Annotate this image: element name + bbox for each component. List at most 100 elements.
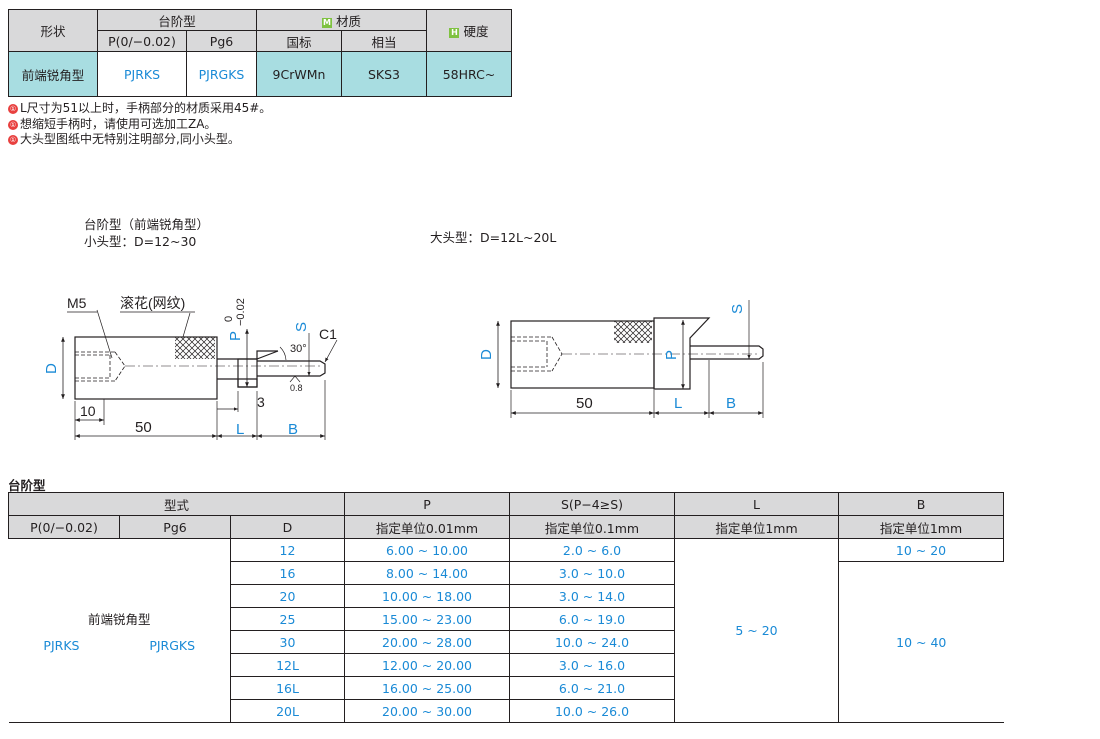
- h-s: S(P−4≥S): [509, 492, 675, 516]
- d-cell: 20: [230, 584, 345, 608]
- dim-l-label: L: [236, 421, 244, 438]
- p-cell: 16.00 ~ 25.00: [344, 676, 510, 700]
- dim-p-tol-upper: 0: [223, 316, 235, 322]
- code2-label: PJRGKS: [149, 637, 196, 653]
- m5-label: M5: [67, 295, 87, 311]
- h-p: P: [344, 492, 510, 516]
- unit-p: 指定单位0.01mm: [344, 515, 510, 539]
- dim-50-label: 50: [135, 419, 152, 436]
- h-d: D: [230, 515, 345, 539]
- param-table: 型式 P S(P−4≥S) L B P(0/−0.02) Pg6 D 指定单位0…: [8, 492, 1004, 723]
- b-range-1-cell: 10 ~ 20: [838, 538, 1004, 562]
- row-shape: 前端锐角型: [8, 51, 98, 97]
- h-l: L: [674, 492, 839, 516]
- pg6-header: Pg6: [186, 30, 257, 52]
- small-head-drawing: [61, 309, 338, 440]
- p-tol-header: P(0/−0.02): [97, 30, 187, 52]
- row-hardness: 58HRC~: [426, 51, 512, 97]
- row-code1: PJRKS: [97, 51, 187, 97]
- d-cell: 30: [230, 630, 345, 654]
- h-p-tol: P(0/−0.02): [8, 515, 120, 539]
- material-header-text: 材质: [335, 13, 361, 29]
- l-range-cell: 5 ~ 20: [674, 538, 839, 723]
- p-cell: 6.00 ~ 10.00: [344, 538, 510, 562]
- d-cell: 12L: [230, 653, 345, 677]
- knurl-label: 滚花(网纹): [120, 295, 185, 311]
- s-cell: 10.0 ~ 24.0: [509, 630, 675, 654]
- p-cell: 12.00 ~ 20.00: [344, 653, 510, 677]
- code1-label: PJRKS: [43, 637, 80, 653]
- s-cell: 6.0 ~ 21.0: [509, 676, 675, 700]
- d-cell: 16L: [230, 676, 345, 700]
- left-drawing-subtitle: 小头型：D=12~30: [84, 234, 197, 249]
- step-type-header: 台阶型: [97, 9, 257, 31]
- material-badge-icon: M: [321, 17, 332, 28]
- hardness-header-text: 硬度: [463, 24, 489, 39]
- large-dim-s-label: S: [729, 304, 746, 314]
- unit-l: 指定单位1mm: [674, 515, 839, 539]
- s-cell: 6.0 ~ 19.0: [509, 607, 675, 631]
- large-dim-b-label: B: [726, 395, 736, 412]
- dim-b-label: B: [288, 421, 298, 438]
- note-icon: ①: [8, 135, 18, 145]
- p-cell: 10.00 ~ 18.00: [344, 584, 510, 608]
- dim-p-label: P: [227, 331, 244, 341]
- left-drawing-title: 台阶型（前端锐角型）: [84, 217, 210, 232]
- s-cell: 3.0 ~ 16.0: [509, 653, 675, 677]
- hardness-badge-icon: H: [449, 28, 460, 38]
- b-range-2-cell: 10 ~ 40: [838, 561, 1004, 723]
- dim-c1-label: C1: [319, 326, 337, 342]
- right-drawing-title: 大头型：D=12L~20L: [430, 230, 557, 245]
- dim-s-label: S: [293, 322, 310, 332]
- large-dim-d-label: D: [478, 349, 495, 360]
- note-icon: ①: [8, 104, 18, 114]
- large-head-drawing: [496, 300, 764, 418]
- p-cell: 20.00 ~ 28.00: [344, 630, 510, 654]
- technical-drawings: M5 滚花(网纹) D 10 50 3 L B P 0 −0.02 S C1 3…: [43, 295, 764, 440]
- row-material-equiv: SKS3: [341, 51, 427, 97]
- dim-d-label: D: [43, 363, 60, 374]
- dim-3-label: 3: [257, 394, 265, 410]
- p-cell: 15.00 ~ 23.00: [344, 607, 510, 631]
- p-cell: 20.00 ~ 30.00: [344, 699, 510, 723]
- model-cell: 前端锐角型 PJRKS PJRGKS: [8, 538, 231, 723]
- row-code2: PJRGKS: [186, 51, 257, 97]
- dim-30-label: 30°: [290, 343, 307, 355]
- param-section-title: 台阶型: [8, 478, 46, 493]
- large-dim-p-label: P: [663, 350, 680, 360]
- s-cell: 10.0 ~ 26.0: [509, 699, 675, 723]
- s-cell: 3.0 ~ 10.0: [509, 561, 675, 585]
- d-cell: 16: [230, 561, 345, 585]
- dim-10-label: 10: [80, 403, 96, 419]
- row-material-national: 9CrWMn: [256, 51, 342, 97]
- s-cell: 2.0 ~ 6.0: [509, 538, 675, 562]
- note-icon: ①: [8, 119, 18, 130]
- handle-body: [74, 336, 218, 400]
- large-dim-l-label: L: [674, 395, 682, 412]
- d-cell: 12: [230, 538, 345, 562]
- knurl-area: [175, 337, 215, 359]
- d-cell: 20L: [230, 699, 345, 723]
- national-header: 国标: [256, 30, 342, 52]
- unit-b: 指定单位1mm: [838, 515, 1004, 539]
- p-cell: 8.00 ~ 14.00: [344, 561, 510, 585]
- dim-p-tol-lower: −0.02: [235, 298, 247, 326]
- equivalent-header: 相当: [341, 30, 427, 52]
- large-dim-50-label: 50: [576, 395, 593, 412]
- dim-08-label: 0.8: [290, 383, 303, 393]
- unit-s: 指定单位0.1mm: [509, 515, 675, 539]
- d-cell: 25: [230, 607, 345, 631]
- shape-header: 形状: [8, 9, 98, 52]
- shape-label: 前端锐角型: [87, 611, 151, 627]
- h-b: B: [838, 492, 1004, 516]
- h-pg6: Pg6: [119, 515, 231, 539]
- s-cell: 3.0 ~ 14.0: [509, 584, 675, 608]
- h-model: 型式: [8, 492, 345, 516]
